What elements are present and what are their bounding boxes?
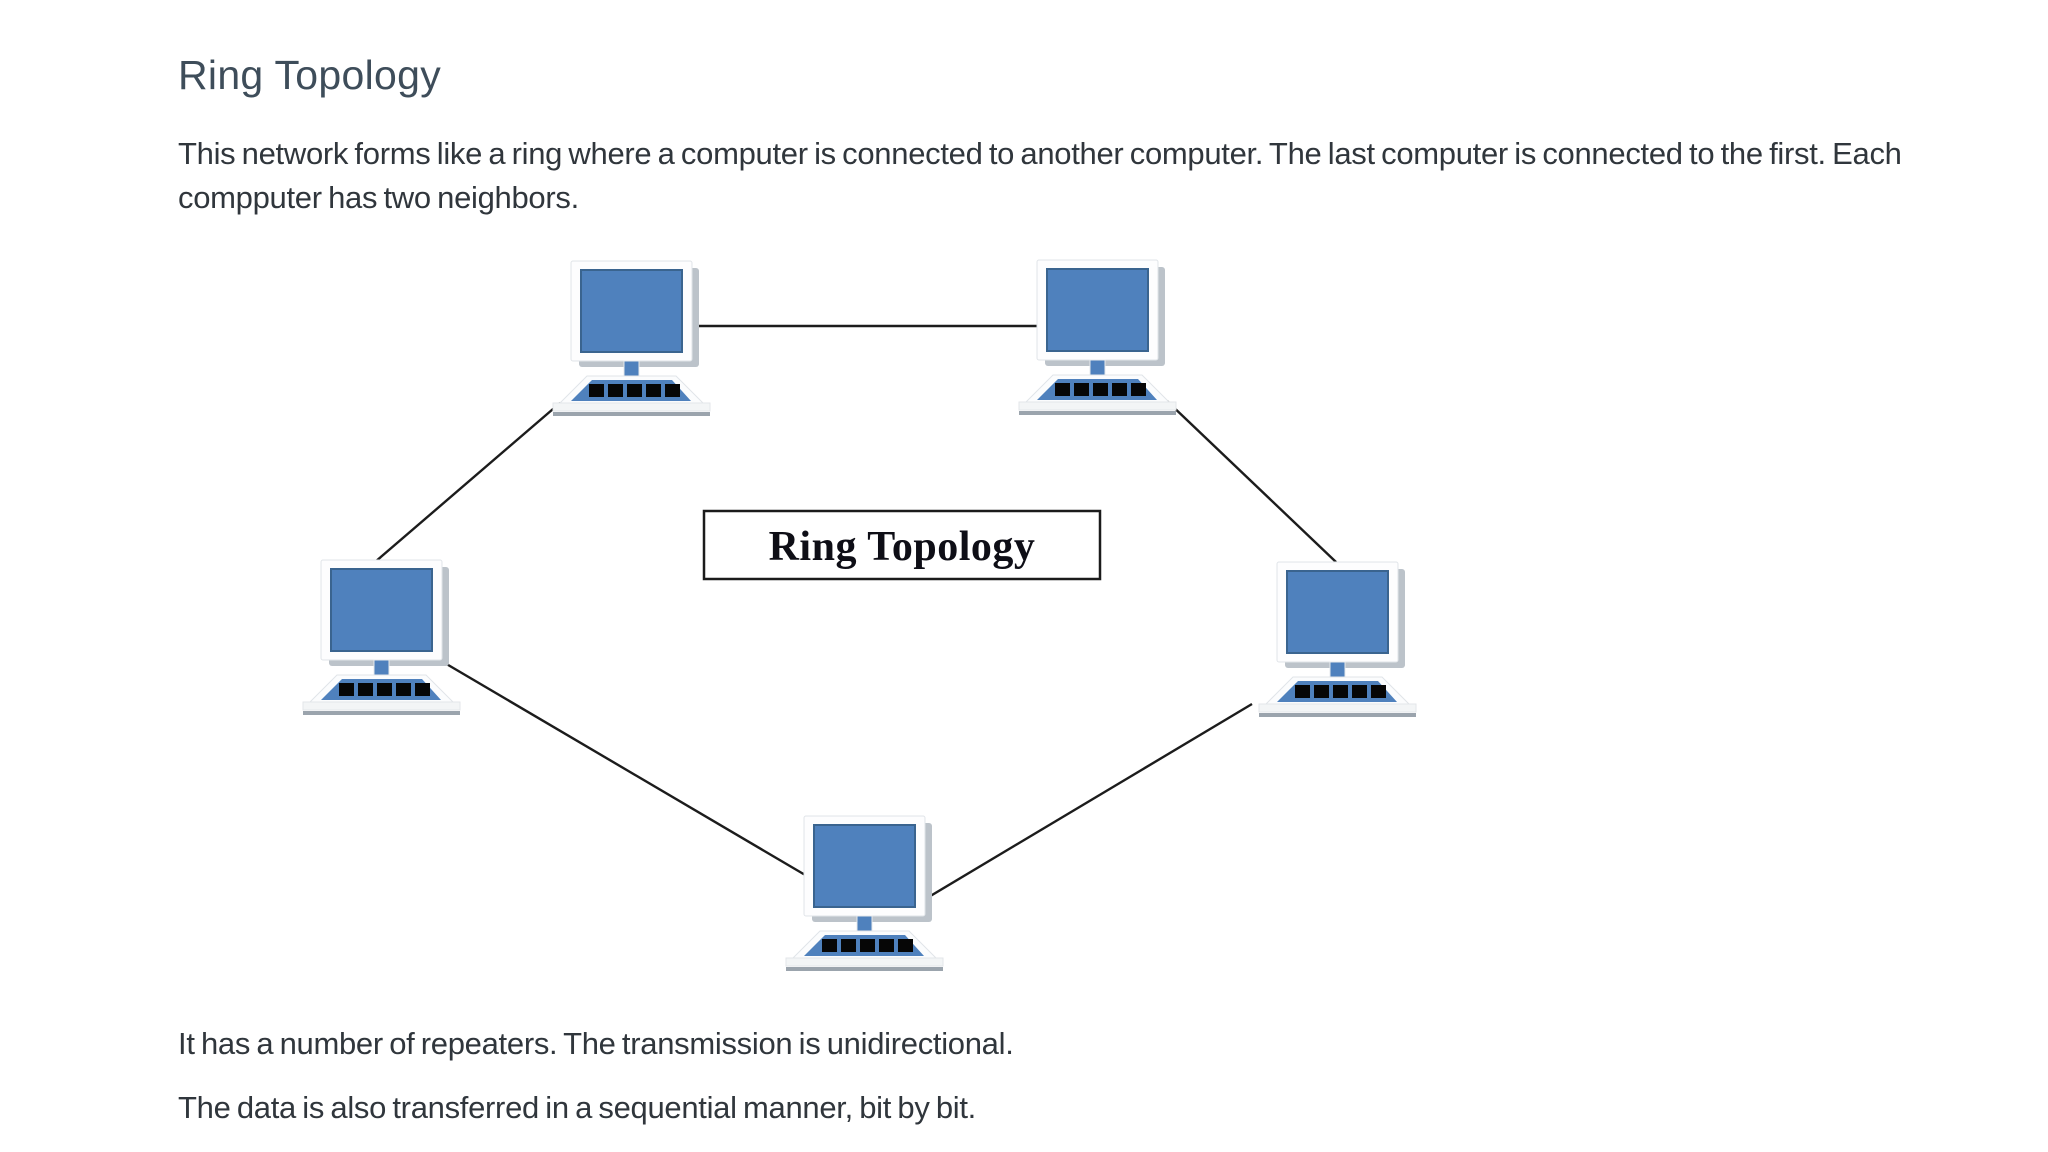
page-title: Ring Topology: [178, 52, 441, 98]
computer-bottom: [785, 815, 944, 972]
connection-line-lower-right: [921, 702, 1253, 903]
intro-paragraph: This network forms like a ring where a c…: [178, 136, 1902, 215]
computer-middle-left: [302, 559, 461, 716]
repeaters-paragraph: It has a number of repeaters. The transm…: [178, 1026, 1014, 1061]
diagram-label-box: Ring Topology: [702, 509, 1102, 581]
computer-middle-right: [1258, 561, 1417, 718]
computer-top-right: [1018, 259, 1177, 416]
connection-line-lower-left: [437, 657, 813, 881]
connection-line-upper-right: [1166, 400, 1337, 563]
sequential-paragraph: The data is also transferred in a sequen…: [178, 1090, 976, 1125]
diagram-label: Ring Topology: [769, 524, 1036, 570]
connection-lines: [374, 324, 1337, 903]
connection-line-upper-left: [374, 402, 561, 563]
computer-top-left: [552, 260, 711, 417]
